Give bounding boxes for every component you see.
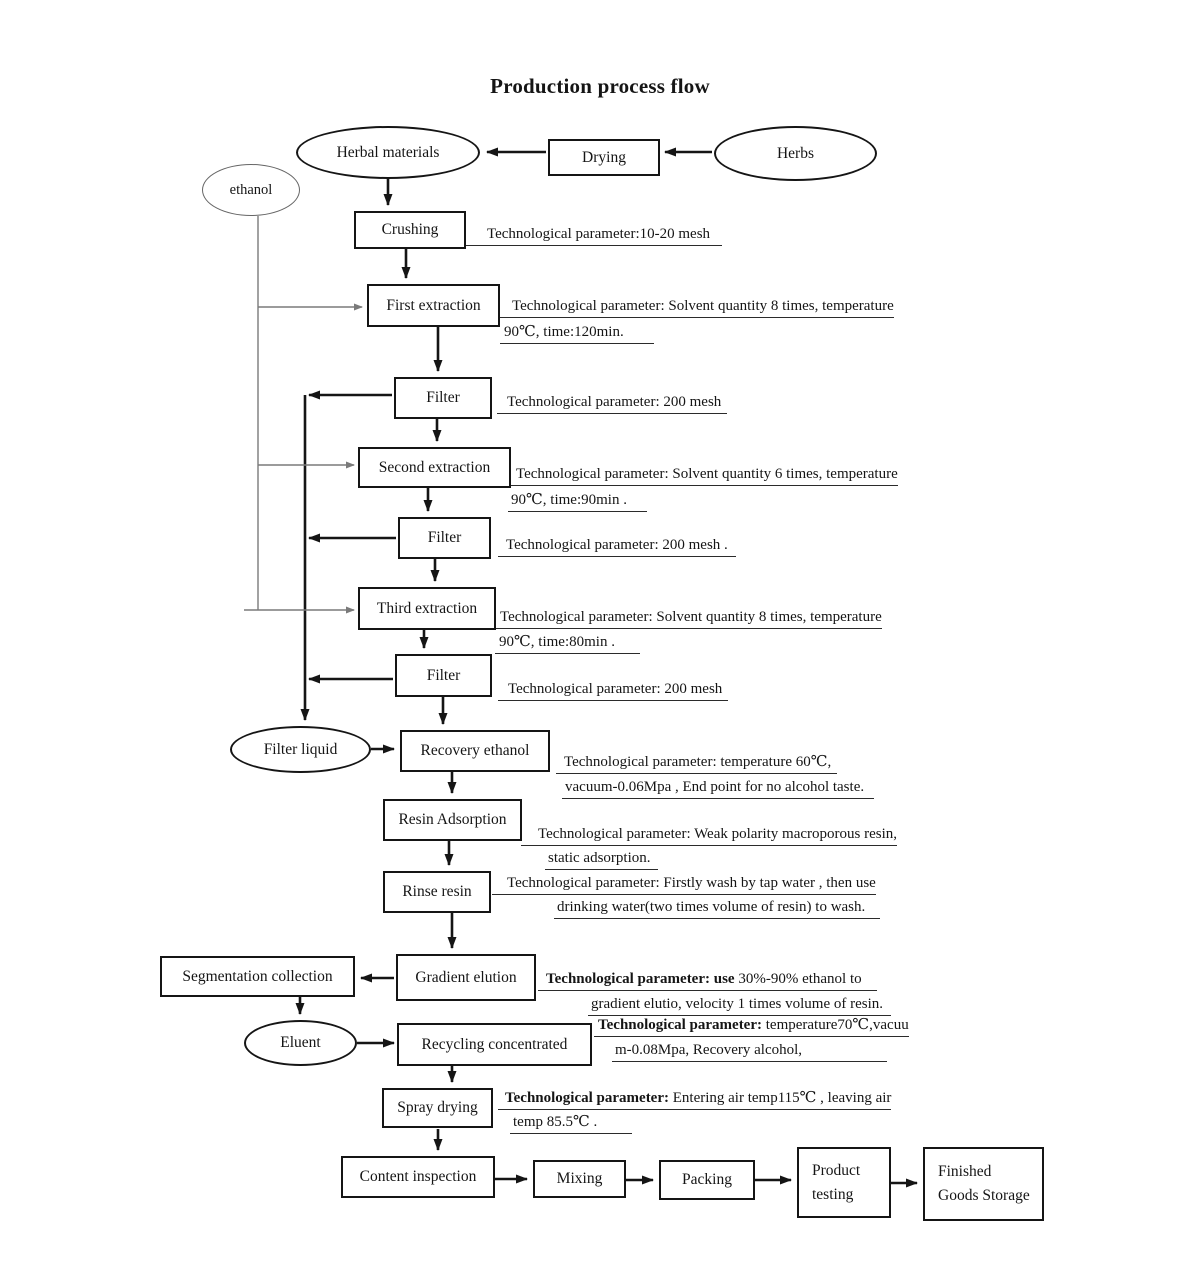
node-segmentation-collection: Segmentation collection <box>160 956 355 997</box>
node-herbs: Herbs <box>714 126 877 181</box>
node-spray-drying: Spray drying <box>382 1088 493 1128</box>
param-recycling-line2: m-0.08Mpa, Recovery alcohol, <box>612 1040 888 1062</box>
param-recovery-ethanol-line2: vacuum-0.06Mpa , End point for no alcoho… <box>562 777 875 799</box>
param-spray-drying-rest: Entering air temp115℃ , leaving air <box>669 1090 892 1106</box>
param-recovery-ethanol-line1: Technological parameter: temperature 60℃… <box>556 752 838 774</box>
param-gradient-elution-rest: 30%-90% ethanol to <box>734 971 862 987</box>
node-finished-goods-storage: Finished Goods Storage <box>923 1147 1044 1221</box>
param-filter2: Technological parameter: 200 mesh . <box>498 535 736 557</box>
node-first-extraction: First extraction <box>367 284 500 327</box>
node-second-extraction: Second extraction <box>358 447 511 488</box>
param-spray-drying-line1: Technological parameter: Entering air te… <box>498 1088 892 1110</box>
node-recycling-concentrated: Recycling concentrated <box>397 1023 592 1066</box>
node-packing: Packing <box>659 1160 755 1200</box>
param-resin-adsorption-line2: static adsorption. <box>545 848 659 870</box>
param-rinse-resin-line2: drinking water(two times volume of resin… <box>554 897 881 919</box>
param-rinse-resin-line1: Technological parameter: Firstly wash by… <box>492 873 876 895</box>
node-eluent: Eluent <box>244 1020 357 1066</box>
node-filter-1: Filter <box>394 377 492 419</box>
param-gradient-elution-line2: gradient elutio, velocity 1 times volume… <box>588 994 892 1016</box>
param-second-extraction-line2: 90℃, time:90min . <box>508 490 647 512</box>
node-filter-liquid: Filter liquid <box>230 726 371 773</box>
param-crushing: Technological parameter:10-20 mesh <box>466 224 723 246</box>
node-third-extraction: Third extraction <box>358 587 496 630</box>
param-recycling-line1: Technological parameter: temperature70℃,… <box>594 1015 909 1037</box>
node-crushing: Crushing <box>354 211 466 249</box>
param-recycling-rest: temperature70℃,vacuu <box>762 1017 909 1033</box>
product-testing-line1: Product <box>812 1161 861 1179</box>
node-content-inspection: Content inspection <box>341 1156 495 1198</box>
param-filter1: Technological parameter: 200 mesh <box>497 392 728 414</box>
node-product-testing: Product testing <box>797 1147 891 1218</box>
param-filter3: Technological parameter: 200 mesh <box>498 679 729 701</box>
page-title: Production process flow <box>490 74 710 98</box>
param-first-extraction-line1: Technological parameter: Solvent quantit… <box>500 296 894 318</box>
node-gradient-elution: Gradient elution <box>396 954 536 1001</box>
param-spray-drying-line2: temp 85.5℃ . <box>510 1112 633 1134</box>
node-recovery-ethanol: Recovery ethanol <box>400 730 550 772</box>
param-third-extraction-line2: 90℃, time:80min . <box>495 632 640 654</box>
node-filter-2: Filter <box>398 517 491 559</box>
node-mixing: Mixing <box>533 1160 626 1198</box>
product-testing-line2: testing <box>812 1185 854 1203</box>
node-filter-3: Filter <box>395 654 492 697</box>
param-recycling-bold: Technological parameter: <box>598 1017 762 1033</box>
param-third-extraction-line1: Technological parameter: Solvent quantit… <box>495 607 882 629</box>
param-gradient-elution-line1: Technological parameter: use 30%-90% eth… <box>538 969 877 991</box>
param-gradient-elution-bold: Technological parameter: use <box>546 971 735 987</box>
param-second-extraction-line1: Technological parameter: Solvent quantit… <box>508 464 898 486</box>
node-herbal-materials: Herbal materials <box>296 126 480 179</box>
finished-goods-line2: Goods Storage <box>938 1187 1030 1204</box>
node-ethanol: ethanol <box>202 164 300 216</box>
node-resin-adsorption: Resin Adsorption <box>383 799 522 841</box>
finished-goods-line1: Finished <box>938 1163 992 1180</box>
param-spray-drying-bold: Technological parameter: <box>505 1090 669 1106</box>
param-first-extraction-line2: 90℃, time:120min. <box>500 322 654 344</box>
param-resin-adsorption-line1: Technological parameter: Weak polarity m… <box>521 824 897 846</box>
node-rinse-resin: Rinse resin <box>383 871 491 913</box>
node-drying: Drying <box>548 139 660 176</box>
